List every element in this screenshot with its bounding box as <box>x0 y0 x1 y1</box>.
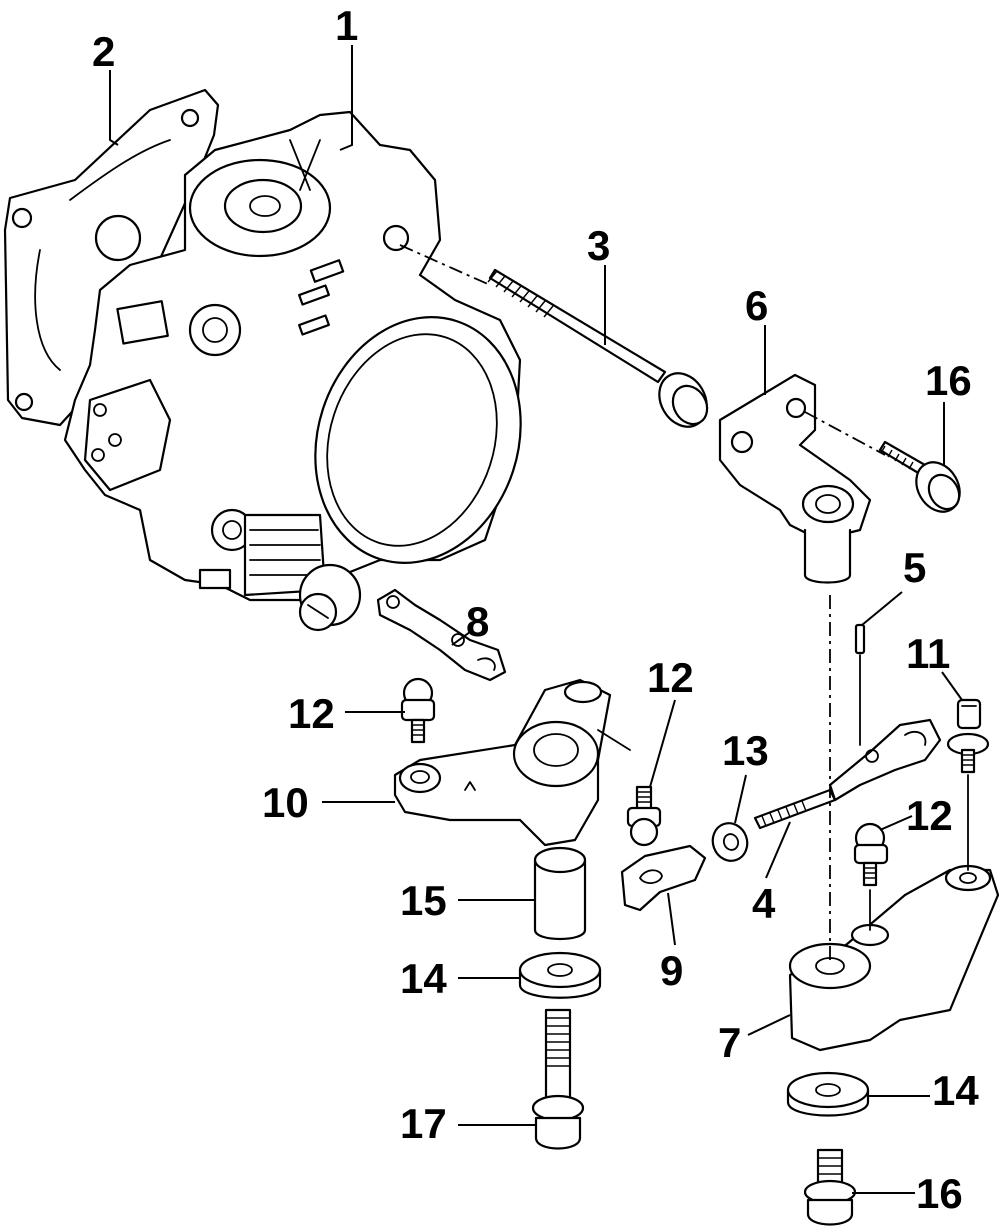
part-16-upper-bolt <box>878 440 961 513</box>
part-3-long-bolt <box>399 244 709 428</box>
callout-14-left: 14 <box>400 955 447 1002</box>
callout-5: 5 <box>903 544 926 591</box>
part-8-clip-link <box>376 588 507 682</box>
callout-9: 9 <box>660 947 683 994</box>
part-12-middle-ball-stud <box>626 785 662 847</box>
part-9-rod-end <box>620 844 707 912</box>
callout-15: 15 <box>400 877 447 924</box>
part-6-bracket <box>718 373 886 584</box>
part-12-left-ball-stud <box>400 677 436 744</box>
part-17-bolt <box>531 1008 585 1150</box>
callout-16-lower: 16 <box>916 1170 963 1217</box>
callout-14-right: 14 <box>932 1067 979 1114</box>
part-14-right-washer <box>786 1071 870 1117</box>
part-16-lower-bolt <box>803 1148 857 1226</box>
callout-13: 13 <box>722 727 769 774</box>
callout-6: 6 <box>745 282 768 329</box>
callout-12-left: 12 <box>288 690 335 737</box>
part-13-nut <box>711 822 749 862</box>
callout-16-upper: 16 <box>925 357 972 404</box>
callout-17: 17 <box>400 1100 447 1147</box>
callout-1: 1 <box>335 2 358 49</box>
leader-lines <box>109 45 963 1194</box>
part-14-left-washer <box>518 951 602 999</box>
callout-2: 2 <box>92 28 115 75</box>
part-5-pin <box>854 623 866 655</box>
part-7-lever <box>788 595 999 1052</box>
callout-12-right: 12 <box>906 792 953 839</box>
callout-labels: 1 2 3 4 5 6 7 8 9 10 11 12 12 12 13 14 1… <box>92 2 979 1217</box>
callout-7: 7 <box>718 1019 741 1066</box>
part-1-throttle-body <box>63 110 522 632</box>
part-10-throttle-lever <box>393 678 631 847</box>
part-12-right-ball-stud <box>853 822 889 887</box>
part-4-adjusting-rod <box>753 718 942 830</box>
part-11-stud <box>946 698 990 774</box>
callout-11: 11 <box>906 630 950 677</box>
callout-8: 8 <box>466 598 489 645</box>
callout-3: 3 <box>587 222 610 269</box>
callout-4: 4 <box>752 880 776 927</box>
callout-10: 10 <box>262 779 309 826</box>
callout-12-middle: 12 <box>647 654 694 701</box>
part-15-spacer <box>533 846 587 940</box>
